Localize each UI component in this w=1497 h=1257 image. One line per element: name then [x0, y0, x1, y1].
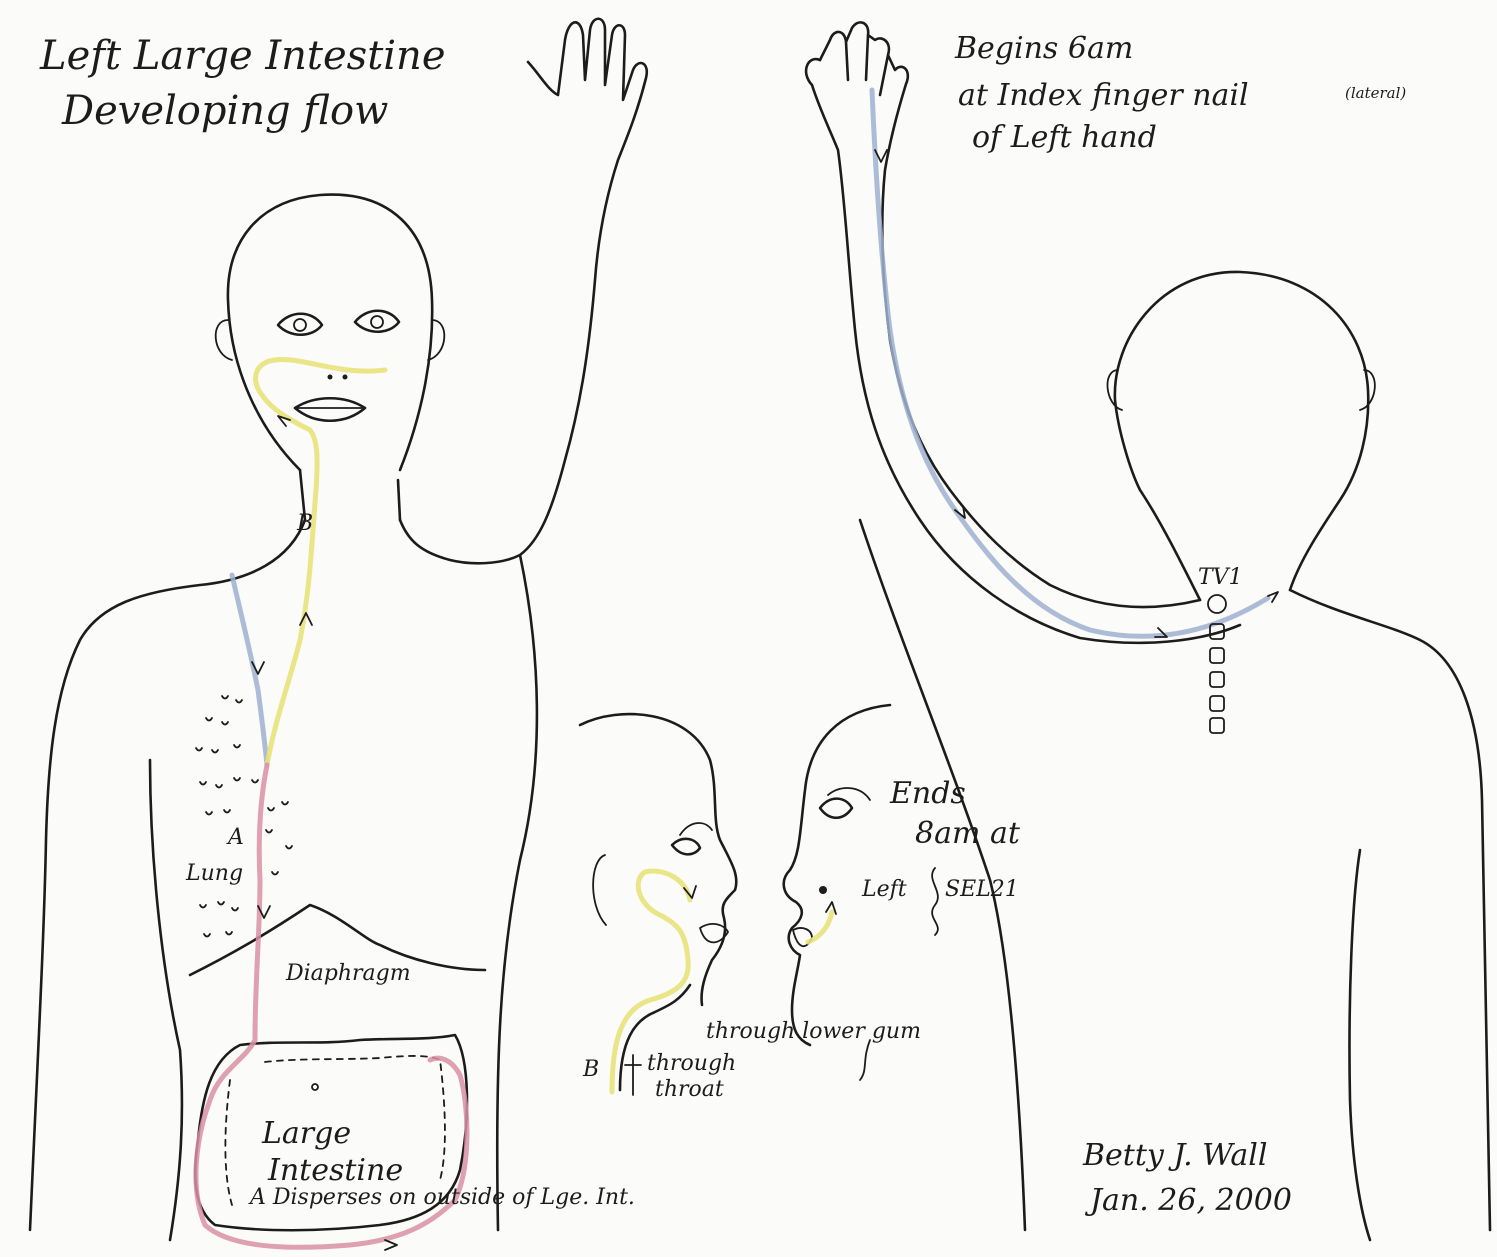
- begins-line-3: of Left hand: [972, 122, 1157, 154]
- label-tv1: TV1: [1198, 566, 1243, 589]
- label-disperses: A Disperses on outside of Lge. Int.: [250, 1186, 635, 1209]
- label-diaphragm: Diaphragm: [286, 962, 411, 985]
- vertebrae: [1208, 595, 1226, 733]
- back-torso: [1290, 590, 1490, 1230]
- blue-flow-front: [232, 575, 267, 765]
- label-large-intestine-1: Large: [262, 1118, 351, 1150]
- front-head: [228, 195, 432, 470]
- label-large-intestine-2: Intestine: [268, 1155, 403, 1187]
- back-figure: [806, 22, 1490, 1240]
- begins-note: (lateral): [1345, 86, 1406, 102]
- front-raised-arm: [400, 19, 647, 564]
- profile-left-face: [580, 714, 736, 1005]
- title-line-1: Left Large Intestine: [40, 35, 446, 77]
- ends-line-3-prefix: Left: [862, 878, 907, 901]
- label-through-lower-gum: through lower gum: [706, 1020, 921, 1043]
- label-lung: Lung: [186, 862, 243, 885]
- ends-line-2: 8am at: [915, 818, 1020, 850]
- begins-line-1: Begins 6am: [955, 33, 1133, 65]
- back-head: [1115, 272, 1368, 600]
- ends-line-3-point: SEL21: [945, 878, 1019, 901]
- label-a-lung: A: [228, 826, 244, 849]
- blue-flow-back: [872, 90, 1268, 636]
- signature-date: Jan. 26, 2000: [1090, 1185, 1292, 1217]
- signature-name: Betty J. Wall: [1083, 1140, 1267, 1172]
- title-line-2: Developing flow: [62, 90, 388, 132]
- lung-marks: [196, 696, 292, 937]
- begins-line-2: at Index finger nail: [958, 80, 1249, 112]
- profile-right-face: [784, 705, 890, 1045]
- label-through-throat-1: through: [647, 1052, 736, 1075]
- front-figure: [30, 19, 647, 1250]
- label-through-throat-2: throat: [655, 1078, 724, 1101]
- label-b-throat: B: [583, 1058, 599, 1081]
- label-b-neck: B: [297, 512, 313, 535]
- ends-line-1: Ends: [890, 778, 966, 810]
